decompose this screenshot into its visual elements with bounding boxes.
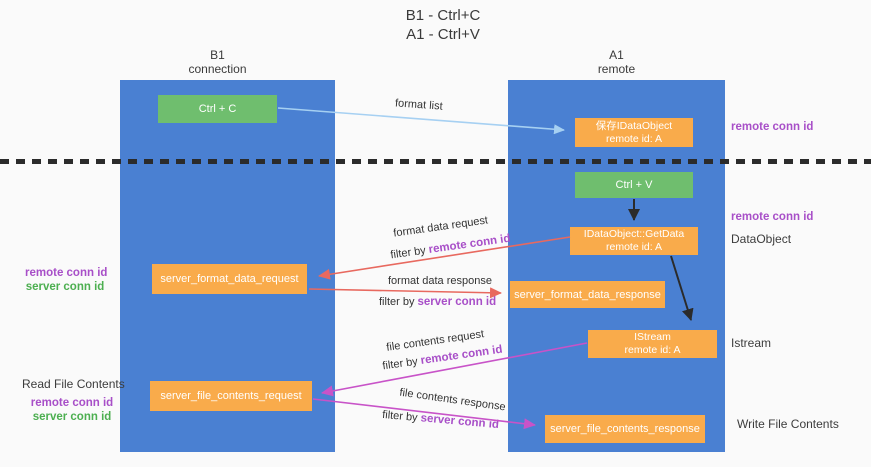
label-format-data-request: format data request [392, 214, 489, 240]
lane-b1-name: B1 [210, 48, 225, 62]
filter-by-text-1: filter by [389, 244, 430, 262]
title-line-1: B1 - Ctrl+C [405, 7, 481, 24]
node-ctrl-c-label: Ctrl + C [198, 103, 237, 115]
node-idataobject-getdata: IDataObject::GetData remote id: A [570, 227, 698, 255]
annotation-istream: Istream [731, 336, 772, 350]
annotation-remote-conn-id-format: remote conn id [25, 267, 108, 279]
label-filter-server-2: filter by server conn id [382, 409, 500, 431]
lane-a1-name: A1 [609, 48, 624, 62]
diagram-title: B1 - Ctrl+C A1 - Ctrl+V [343, 6, 543, 44]
node-server-file-contents-request: server_file_contents_request [150, 381, 312, 411]
filter-key-server-2: server conn id [420, 412, 500, 432]
node-server-format-data-request: server_format_data_request [152, 264, 307, 294]
node-istream-line1: IStream [634, 331, 671, 343]
lane-header-a1: A1 remote [508, 48, 725, 76]
node-server-file-contents-response: server_file_contents_response [545, 415, 705, 443]
node-save-dataobject-line1: 保存IDataObject [595, 119, 673, 132]
node-ctrl-v-label: Ctrl + V [615, 179, 653, 191]
node-ctrl-v: Ctrl + V [575, 172, 693, 198]
node-server-format-data-request-label: server_format_data_request [160, 273, 299, 285]
annotation-dataobject: DataObject [731, 232, 792, 246]
label-file-contents-response: file contents response [398, 386, 507, 414]
filter-key-server-1: server conn id [417, 296, 497, 308]
filter-by-text-4: filter by [381, 408, 422, 425]
node-save-dataobject: 保存IDataObject remote id: A [575, 118, 693, 147]
annotation-write-file-contents: Write File Contents [737, 417, 839, 431]
node-server-format-data-response: server_format_data_response [510, 281, 665, 308]
format-data-response-arrow [308, 287, 502, 299]
node-idataobject-getdata-line1: IDataObject::GetData [583, 228, 685, 240]
annotation-remote-conn-id-paste: remote conn id [731, 211, 814, 223]
label-format-list: format list [394, 97, 444, 113]
lane-b1-role: connection [188, 62, 247, 76]
annotation-read-file-contents: Read File Contents [22, 377, 125, 391]
annotation-remote-conn-id-file: remote conn id [30, 397, 114, 409]
label-format-data-response: format data response [388, 275, 492, 287]
filter-key-remote-1: remote conn id [427, 232, 512, 256]
node-server-format-data-response-label: server_format_data_response [514, 288, 661, 301]
filter-by-text-2: filter by [379, 296, 418, 308]
node-save-dataobject-line2: remote id: A [605, 132, 663, 145]
annotation-server-conn-id-file: server conn id [32, 411, 112, 423]
label-filter-server-1: filter by server conn id [379, 296, 496, 308]
dashed-separator [0, 159, 871, 164]
node-server-file-contents-request-label: server_file_contents_request [160, 390, 302, 402]
annotation-server-conn-id-format: server conn id [25, 281, 105, 293]
filter-by-text-3: filter by [381, 355, 422, 373]
node-server-file-contents-response-label: server_file_contents_response [550, 423, 700, 435]
node-ctrl-c: Ctrl + C [158, 95, 277, 123]
lane-a1-role: remote [597, 62, 636, 76]
node-istream-line2: remote id: A [624, 344, 681, 356]
node-idataobject-getdata-line2: remote id: A [605, 241, 663, 253]
annotation-remote-conn-id-clipboard: remote conn id [731, 121, 814, 133]
lane-header-b1: B1 connection [120, 48, 315, 76]
node-istream: IStream remote id: A [588, 330, 717, 358]
title-line-2: A1 - Ctrl+V [406, 26, 480, 43]
